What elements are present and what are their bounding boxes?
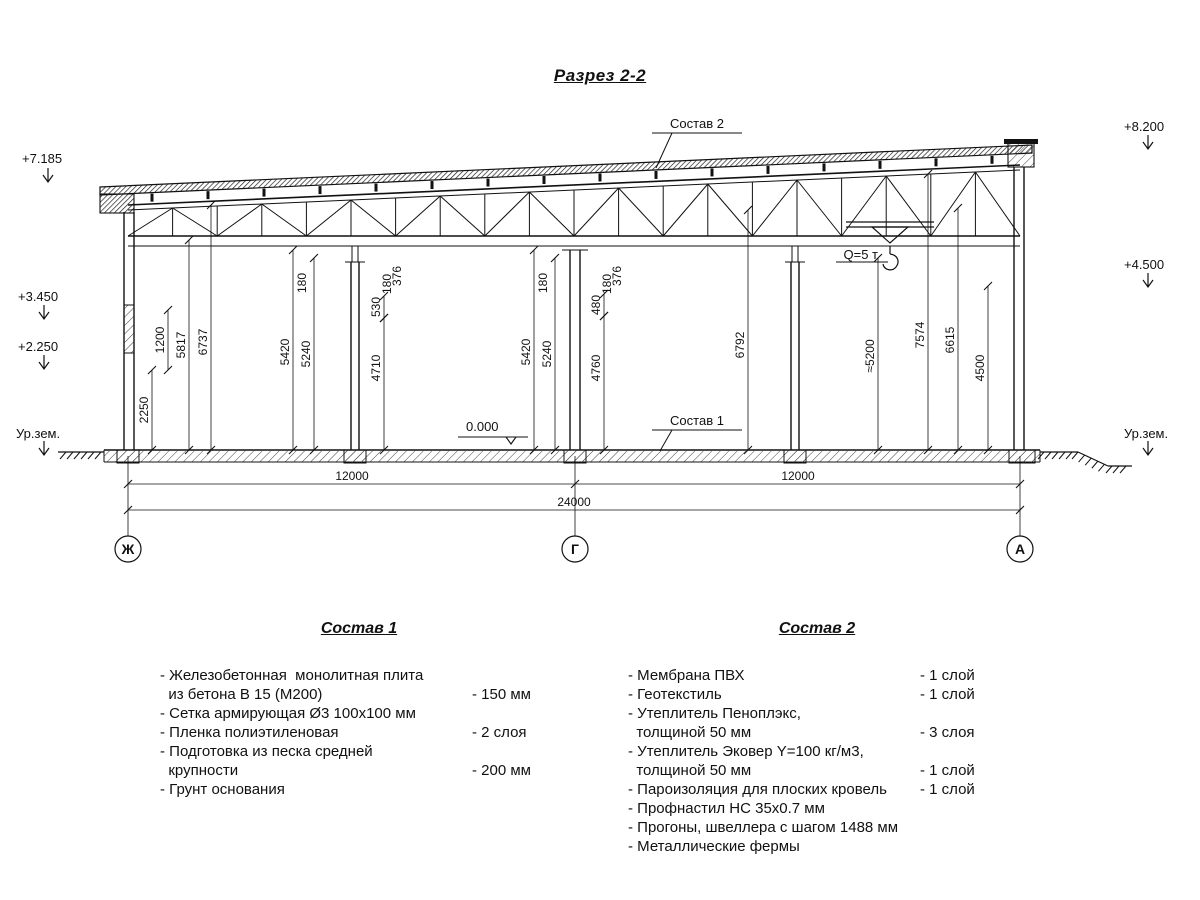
axis-label: Ж [121, 541, 135, 557]
axis-label: Г [571, 541, 579, 557]
dim-label: 5817 [174, 331, 188, 358]
dim-label: 6615 [943, 326, 957, 353]
level-mark-icon [505, 436, 517, 445]
level-mark-icon [38, 440, 50, 456]
dim-label: 24000 [557, 495, 591, 509]
elevation-marks: +7.185 +3.450 +2.250 Ур.зем. +8.200 +4.5… [16, 119, 1168, 456]
axis-bubble [114, 535, 142, 563]
list-item: - Геотекстиль - 1 слой [628, 686, 975, 703]
generated-geometry [59, 155, 1127, 536]
dim-label: 5240 [540, 340, 554, 367]
dim-label: 376 [390, 266, 404, 286]
left-wall-panel [123, 304, 135, 354]
callout-labels: Состав 2 Состав 1 Q=5 т [652, 116, 879, 452]
sostav2-list: Состав 2 - Мембрана ПВХ - 1 слой - Геоте… [628, 620, 1006, 856]
dim-label: 5240 [299, 340, 313, 367]
list-item: - Профнастил НС 35х0.7 мм [628, 800, 825, 817]
axis-bubble [561, 535, 589, 563]
crane-hook-icon [882, 253, 899, 271]
roof [99, 139, 1038, 214]
dim-label: 1200 [153, 326, 167, 353]
section-title-text: Разрез 2-2 [553, 66, 647, 85]
level-mark-icon [1142, 134, 1154, 150]
list-item: - Пленка полиэтиленовая - 2 слоя [160, 724, 527, 741]
sostav2-callout: Состав 2 [670, 116, 724, 131]
horizontal-dimensions: 12000 12000 24000 [335, 469, 815, 509]
elevation-label: +4.500 [1124, 257, 1164, 272]
elevation-label: +2.250 [18, 339, 58, 354]
dim-label: 7574 [913, 321, 927, 348]
axis-bubble [1006, 535, 1034, 563]
grid-axes: Ж Г А [114, 535, 1034, 563]
list-item: - Прогоны, швеллера с шагом 1488 мм [628, 819, 899, 836]
dim-label: 376 [610, 266, 624, 286]
list-item: - Грунт основания [160, 781, 285, 798]
sostav2-title: Состав 2 [778, 620, 856, 637]
trolley [870, 226, 910, 244]
ground-level-label: Ур.зем. [16, 426, 60, 441]
dim-label: 180 [536, 273, 550, 293]
list-item: - Утеплитель Пеноплэкс, толщиной 50 мм -… [628, 705, 975, 741]
dim-label: 480 [589, 295, 603, 315]
level-mark-icon [1142, 440, 1154, 456]
list-item: - Мембрана ПВХ - 1 слой [628, 667, 975, 684]
truss-top-chord [127, 164, 1021, 206]
level-mark-icon [38, 304, 50, 320]
vertical-dimensions: 2250 1200 5817 6737 5420 5240 180 4710 5… [137, 266, 987, 424]
foundation [783, 449, 807, 464]
dim-label: 6737 [196, 328, 210, 355]
floor [58, 449, 1132, 467]
parapet-cap [1004, 139, 1038, 144]
zero-level-label: 0.000 [466, 419, 499, 434]
left-fascia [99, 193, 135, 214]
dim-label: ≈5200 [863, 339, 877, 373]
crane-hoist [836, 221, 934, 271]
ground-level-label: Ур.зем. [1124, 426, 1168, 441]
sostav1-title: Состав 1 [320, 620, 398, 637]
axis-label: А [1015, 541, 1025, 557]
sostav1-list: Состав 1 - Железобетонная монолитная пли… [160, 620, 558, 799]
dim-label: 4710 [369, 354, 383, 381]
leader-line [659, 429, 673, 452]
elevation-label: +3.450 [18, 289, 58, 304]
level-mark-icon [1142, 272, 1154, 288]
dim-label: 5420 [519, 338, 533, 365]
dim-label: 12000 [335, 469, 369, 483]
dim-label: 2250 [137, 396, 151, 423]
section-drawing: +7.185 +3.450 +2.250 Ур.зем. +8.200 +4.5… [16, 116, 1168, 563]
elevation-label: +7.185 [22, 151, 62, 166]
dim-label: 180 [380, 274, 394, 294]
dim-label: 12000 [781, 469, 815, 483]
dim-label: 4760 [589, 354, 603, 381]
list-item: - Пароизоляция для плоских кровель - 1 с… [628, 781, 975, 798]
list-item: - Железобетонная монолитная плита из бет… [160, 667, 531, 703]
dim-label: 180 [600, 274, 614, 294]
dim-label: 180 [295, 273, 309, 293]
foundation [1008, 449, 1036, 464]
dim-label: 4500 [973, 354, 987, 381]
level-mark-icon [38, 354, 50, 370]
list-item: - Подготовка из песка средней крупности … [160, 743, 531, 779]
columns [123, 167, 1025, 450]
dim-label: 530 [369, 297, 383, 317]
list-item: - Утеплитель Эковер Y=100 кг/м3, толщино… [628, 743, 975, 779]
list-item: - Металлические фермы [628, 838, 800, 855]
dim-label: 5420 [278, 338, 292, 365]
right-parapet [1007, 142, 1035, 168]
foundation [343, 449, 367, 464]
elevation-label: +8.200 [1124, 119, 1164, 134]
sostav1-callout: Состав 1 [670, 413, 724, 428]
list-item: - Сетка армирующая Ø3 100х100 мм [160, 705, 416, 722]
leader-line [655, 132, 673, 169]
crane-capacity-label: Q=5 т [844, 247, 879, 262]
drawing-title: Разрез 2-2 [0, 66, 1200, 86]
dim-label: 6792 [733, 331, 747, 358]
level-mark-icon [42, 167, 54, 183]
